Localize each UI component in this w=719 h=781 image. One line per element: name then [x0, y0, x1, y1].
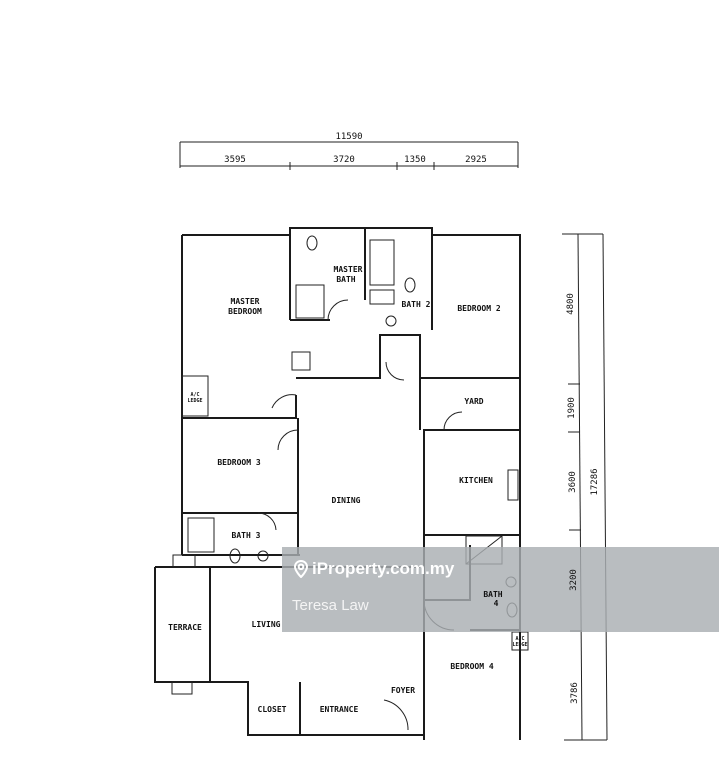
dim-right-1: 4800 — [566, 293, 576, 315]
watermark-logo: iProperty.com.my — [294, 559, 454, 579]
dim-right-5: 3786 — [570, 682, 580, 704]
label-ac-ledge-2b: LEDGE — [512, 642, 527, 648]
dim-top-2: 3720 — [333, 155, 355, 165]
dim-right-3: 3600 — [568, 471, 578, 493]
label-bedroom-4: BEDROOM 4 — [450, 662, 494, 671]
label-dining: DINING — [332, 496, 361, 505]
dim-top-total: 11590 — [335, 132, 362, 142]
label-ac-ledge-1b: LEDGE — [187, 398, 202, 404]
label-closet: CLOSET — [258, 705, 287, 714]
top-dimension: 11590 3595 3720 1350 2925 — [179, 132, 519, 170]
location-pin-icon — [294, 560, 308, 578]
room-labels: MASTER BEDROOM MASTER BATH BATH 2 BEDROO… — [168, 265, 527, 714]
label-bedroom-2: BEDROOM 2 — [457, 304, 501, 313]
label-kitchen: KITCHEN — [459, 476, 493, 485]
label-terrace: TERRACE — [168, 623, 202, 632]
label-ac-ledge-1a: A/C — [190, 392, 199, 398]
dim-top-3: 1350 — [404, 155, 426, 165]
label-living: LIVING — [252, 620, 281, 629]
watermark-site: iProperty.com.my — [312, 559, 455, 578]
dim-right-2: 1900 — [567, 397, 577, 419]
label-master-bath-1: MASTER — [334, 265, 363, 274]
right-dimension: 4800 1900 3600 3786 17286 — [562, 233, 608, 741]
label-entrance: ENTRANCE — [320, 705, 359, 714]
label-master-bedroom-1: MASTER — [231, 297, 260, 306]
label-master-bedroom-2: BEDROOM — [228, 307, 262, 316]
label-yard: YARD — [464, 397, 483, 406]
label-bedroom-3: BEDROOM 3 — [217, 458, 261, 467]
walls — [154, 227, 529, 740]
label-bath-3: BATH 3 — [232, 531, 261, 540]
label-ac-ledge-2a: A/C — [515, 636, 524, 642]
dim-top-4: 2925 — [465, 155, 487, 165]
label-bath-2: BATH 2 — [402, 300, 431, 309]
watermark-band: iProperty.com.my Teresa Law — [282, 547, 719, 632]
dim-top-1: 3595 — [224, 155, 246, 165]
label-master-bath-2: BATH — [336, 275, 355, 284]
label-foyer: FOYER — [391, 686, 415, 695]
watermark-agent: Teresa Law — [292, 597, 369, 614]
dim-right-total: 17286 — [590, 468, 600, 495]
